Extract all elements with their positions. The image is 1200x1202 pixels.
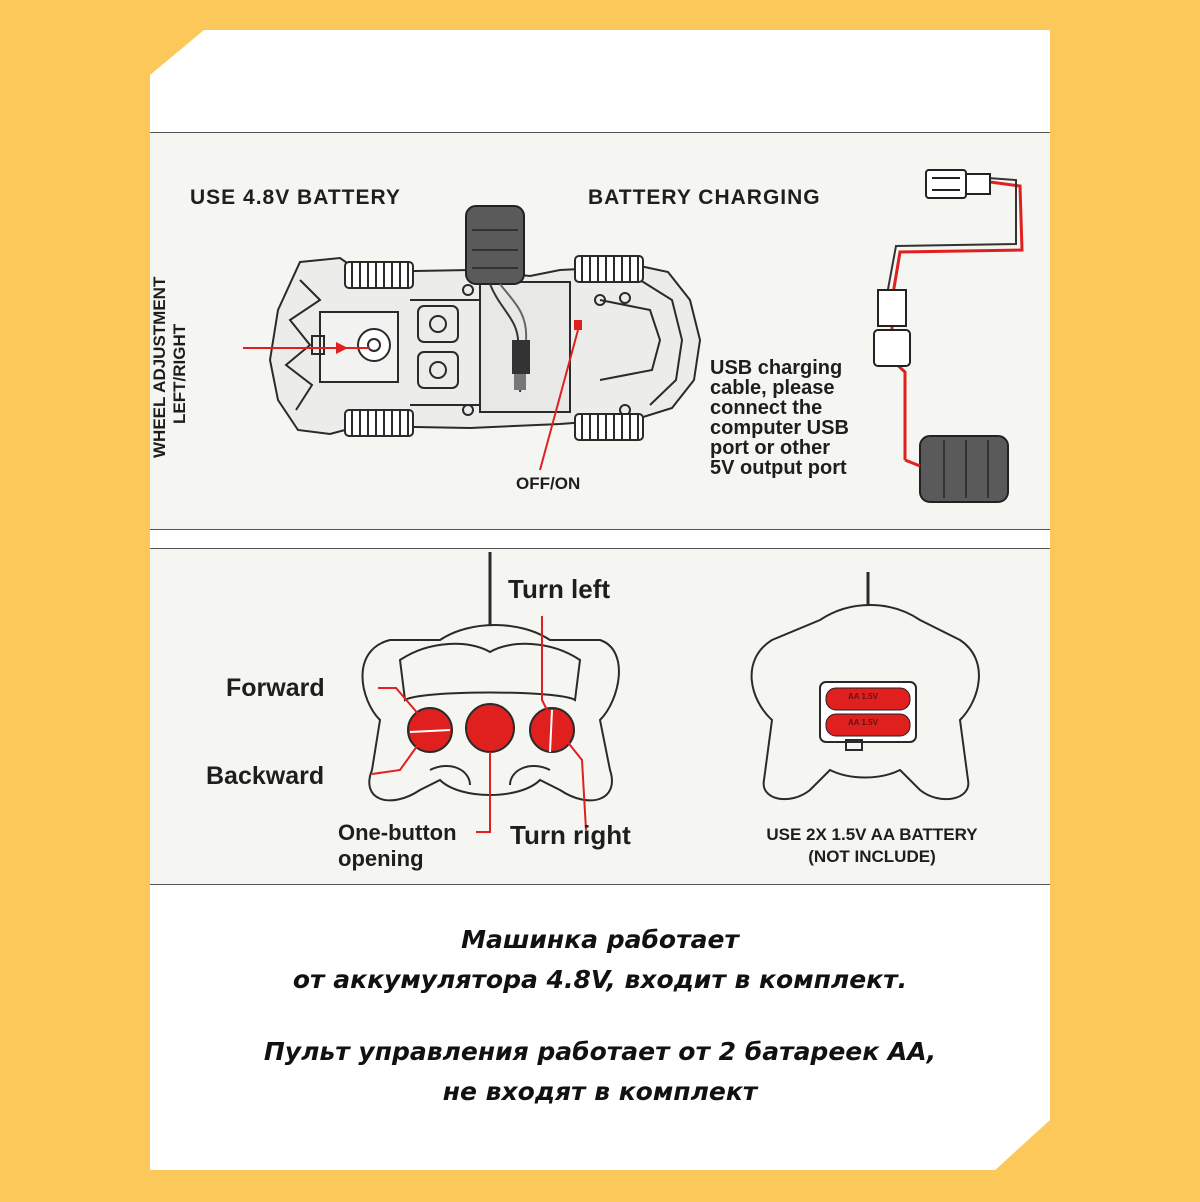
- car-wheel-rear-right: [574, 413, 644, 441]
- usb-note-line: 5V output port: [710, 457, 847, 479]
- bottom-border: [150, 1170, 1050, 1201]
- connector-icon: [512, 340, 530, 374]
- one-button-line2: opening: [338, 846, 424, 871]
- car-body-illustration: [268, 256, 702, 436]
- charging-title: BATTERY CHARGING: [588, 186, 821, 209]
- one-button-opening-button: [465, 703, 515, 753]
- car-wheel-front-right: [574, 255, 644, 283]
- remote-pointer-lines: [371, 616, 587, 833]
- caption-line: не входят в комплект: [442, 1077, 758, 1106]
- right-border: [1050, 0, 1200, 1201]
- backward-label: Backward: [206, 762, 325, 790]
- cable-connector-icon: [873, 289, 911, 367]
- caption-line: от аккумулятора 4.8V, входит в комплект.: [292, 965, 908, 994]
- usb-note-line: USB charging: [710, 357, 843, 379]
- remote-battery-line1: USE 2X 1.5V AA BATTERY: [766, 825, 978, 844]
- car-wheel-rear-left: [344, 409, 414, 437]
- caption-line: Пульт управления работает от 2 батареек …: [263, 1037, 937, 1066]
- usb-plug-icon: [925, 169, 991, 199]
- top-border: [150, 0, 1050, 30]
- charging-battery-icon: [919, 435, 1009, 503]
- one-button-line1: One-button: [338, 820, 457, 845]
- usb-note: USB charging cable, please connect the c…: [710, 358, 849, 478]
- usb-cable-illustration: [885, 177, 1024, 460]
- aa-cell-label-top: AA 1.5V: [848, 692, 878, 701]
- left-border: [0, 0, 150, 1201]
- battery-title: USE 4.8V BATTERY: [190, 186, 401, 209]
- remote-buttons: [407, 703, 575, 753]
- wheel-adjustment-label: WHEEL ADJUSTMENT LEFT/RIGHT: [150, 277, 190, 458]
- usb-note-line: computer USB: [710, 417, 849, 439]
- one-button-label: One-button opening: [338, 820, 457, 872]
- power-switch-icon: [574, 320, 582, 330]
- caption-line: Машинка работает: [461, 925, 739, 954]
- car-wheel-front-left: [344, 261, 414, 289]
- usb-note-line: connect the: [710, 397, 823, 419]
- turn-right-label: Turn right: [510, 820, 631, 850]
- wheel-adjustment-line2: LEFT/RIGHT: [170, 323, 189, 424]
- wheel-adjustment-line1: WHEEL ADJUSTMENT: [150, 276, 169, 458]
- usb-note-line: cable, please: [710, 377, 835, 399]
- caption-car-battery: Машинка работает от аккумулятора 4.8V, в…: [150, 920, 1050, 1000]
- remote-battery-note: USE 2X 1.5V AA BATTERY (NOT INCLUDE): [744, 824, 1000, 868]
- aa-cell-label-bottom: AA 1.5V: [848, 718, 878, 727]
- remote-battery-line2: (NOT INCLUDE): [808, 847, 936, 866]
- caption-remote-battery: Пульт управления работает от 2 батареек …: [150, 1032, 1050, 1112]
- battery-pack-icon: [465, 205, 525, 285]
- switch-label: OFF/ON: [516, 474, 581, 493]
- turn-left-label: Turn left: [508, 574, 611, 604]
- usb-note-line: port or other: [710, 437, 830, 459]
- forward-label: Forward: [226, 674, 325, 702]
- aa-battery-icons: [825, 687, 911, 737]
